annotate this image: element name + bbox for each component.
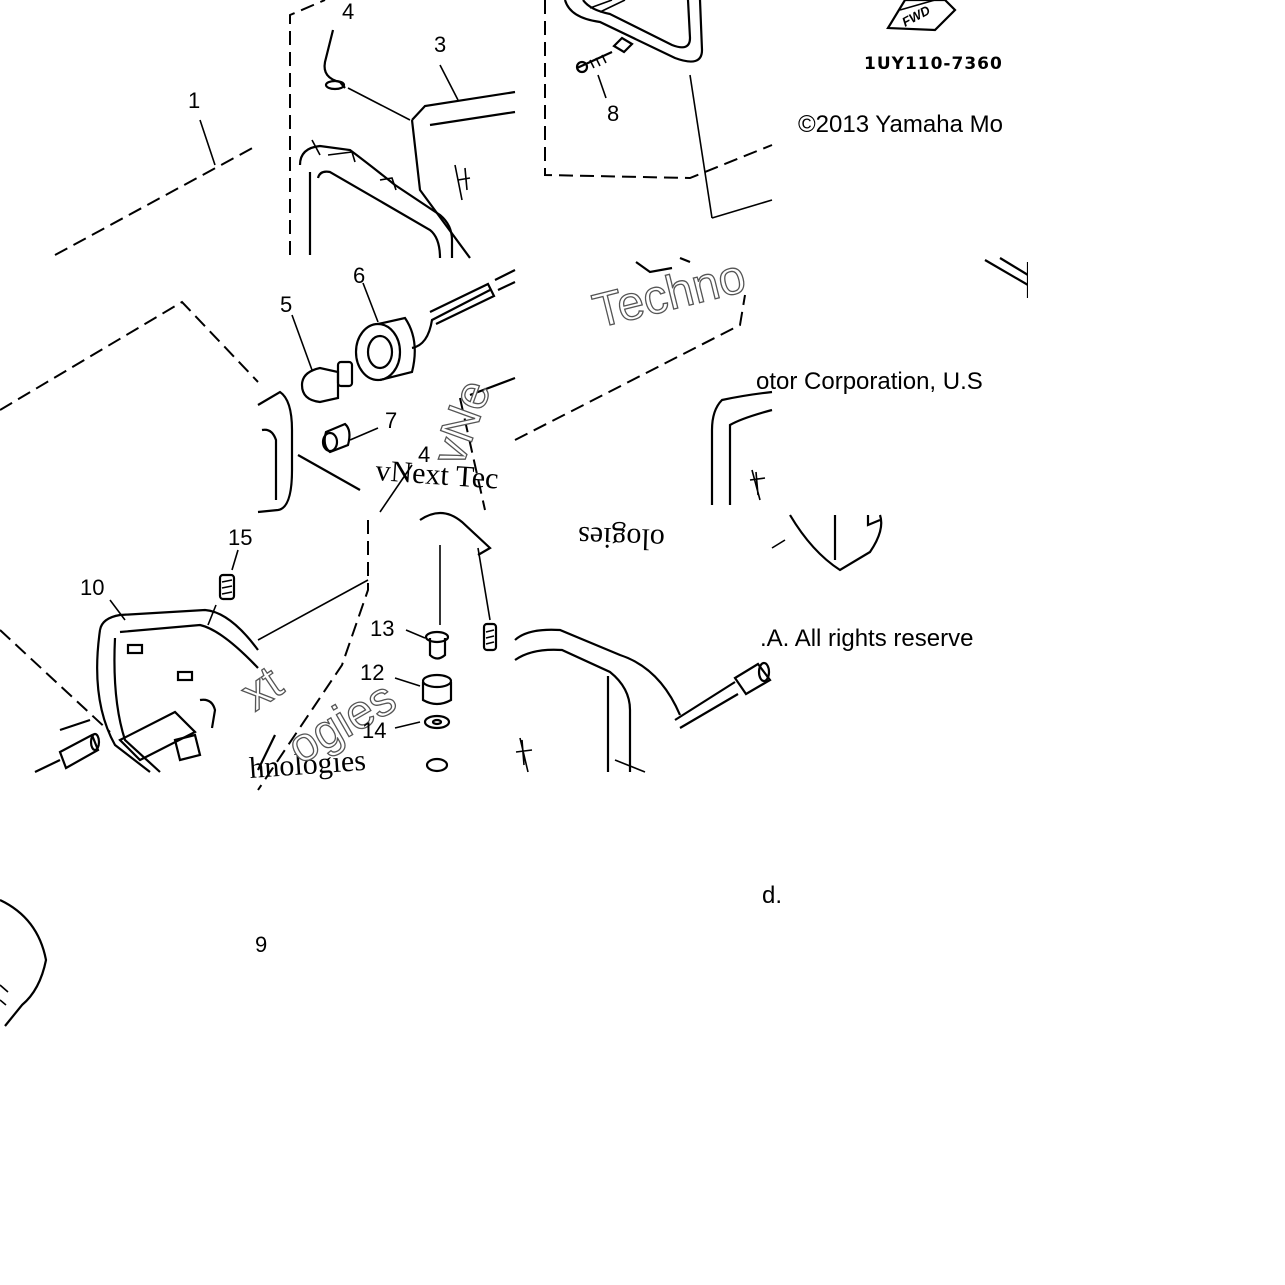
tile-top-far-right: FWD (886, 0, 957, 32)
tile-mid-center (257, 269, 516, 514)
tile-masks (772, 0, 1285, 1285)
tile-bottom-far-right (771, 514, 883, 572)
tile-top-center (289, 0, 516, 259)
watermark-vne: vNe (423, 373, 502, 471)
watermark-techno: Techno (588, 250, 751, 339)
tile-top-left (54, 119, 259, 256)
callout-4-top: 4 (342, 0, 354, 24)
callout-4-mid: 4 (418, 442, 430, 467)
copyright-part-2: otor Corporation, U.S (756, 368, 983, 395)
diagram-code: 1UY110-7360 (864, 54, 1003, 74)
tile-top-right (544, 0, 773, 219)
callout-9: 9 (255, 932, 267, 957)
callout-12: 12 (360, 660, 384, 685)
tile-bottom-left (0, 549, 259, 773)
callout-5: 5 (280, 292, 292, 317)
watermark-xt: xt (232, 656, 293, 721)
copyright-part-4: d. (762, 882, 782, 909)
fwd-label: FWD (899, 2, 933, 29)
tile-lower-strip (0, 899, 48, 1027)
callout-numbers: 1 3 4 4 5 6 7 8 9 10 12 13 14 15 (80, 0, 619, 957)
tile-mid-left (0, 300, 259, 411)
tile-bottom-right (514, 628, 772, 773)
callout-13: 13 (370, 616, 394, 641)
copyright-part-3: .A. All rights reserve (760, 625, 973, 652)
tile-mid-right (514, 256, 746, 441)
callout-7: 7 (385, 408, 397, 433)
callout-15: 15 (228, 525, 252, 550)
watermark-ologies: ologies (577, 520, 665, 556)
watermark-hnologies: hnologies (248, 744, 367, 785)
callout-14: 14 (362, 718, 386, 743)
copyright-part-1: ©2013 Yamaha Mo (798, 111, 1003, 138)
callout-1: 1 (188, 88, 200, 113)
callout-6: 6 (353, 263, 365, 288)
callout-3: 3 (434, 32, 446, 57)
tile-bottom-center (257, 511, 498, 791)
copyright-notice: ©2013 Yamaha Mo otor Corporation, U.S .A… (756, 111, 1003, 909)
watermark-vnext-tec: vNext Tec (375, 454, 500, 496)
callout-8: 8 (607, 101, 619, 126)
callout-10: 10 (80, 575, 104, 600)
watermarks: Techno vNext Tec ologies xt hnologies og… (231, 249, 752, 785)
